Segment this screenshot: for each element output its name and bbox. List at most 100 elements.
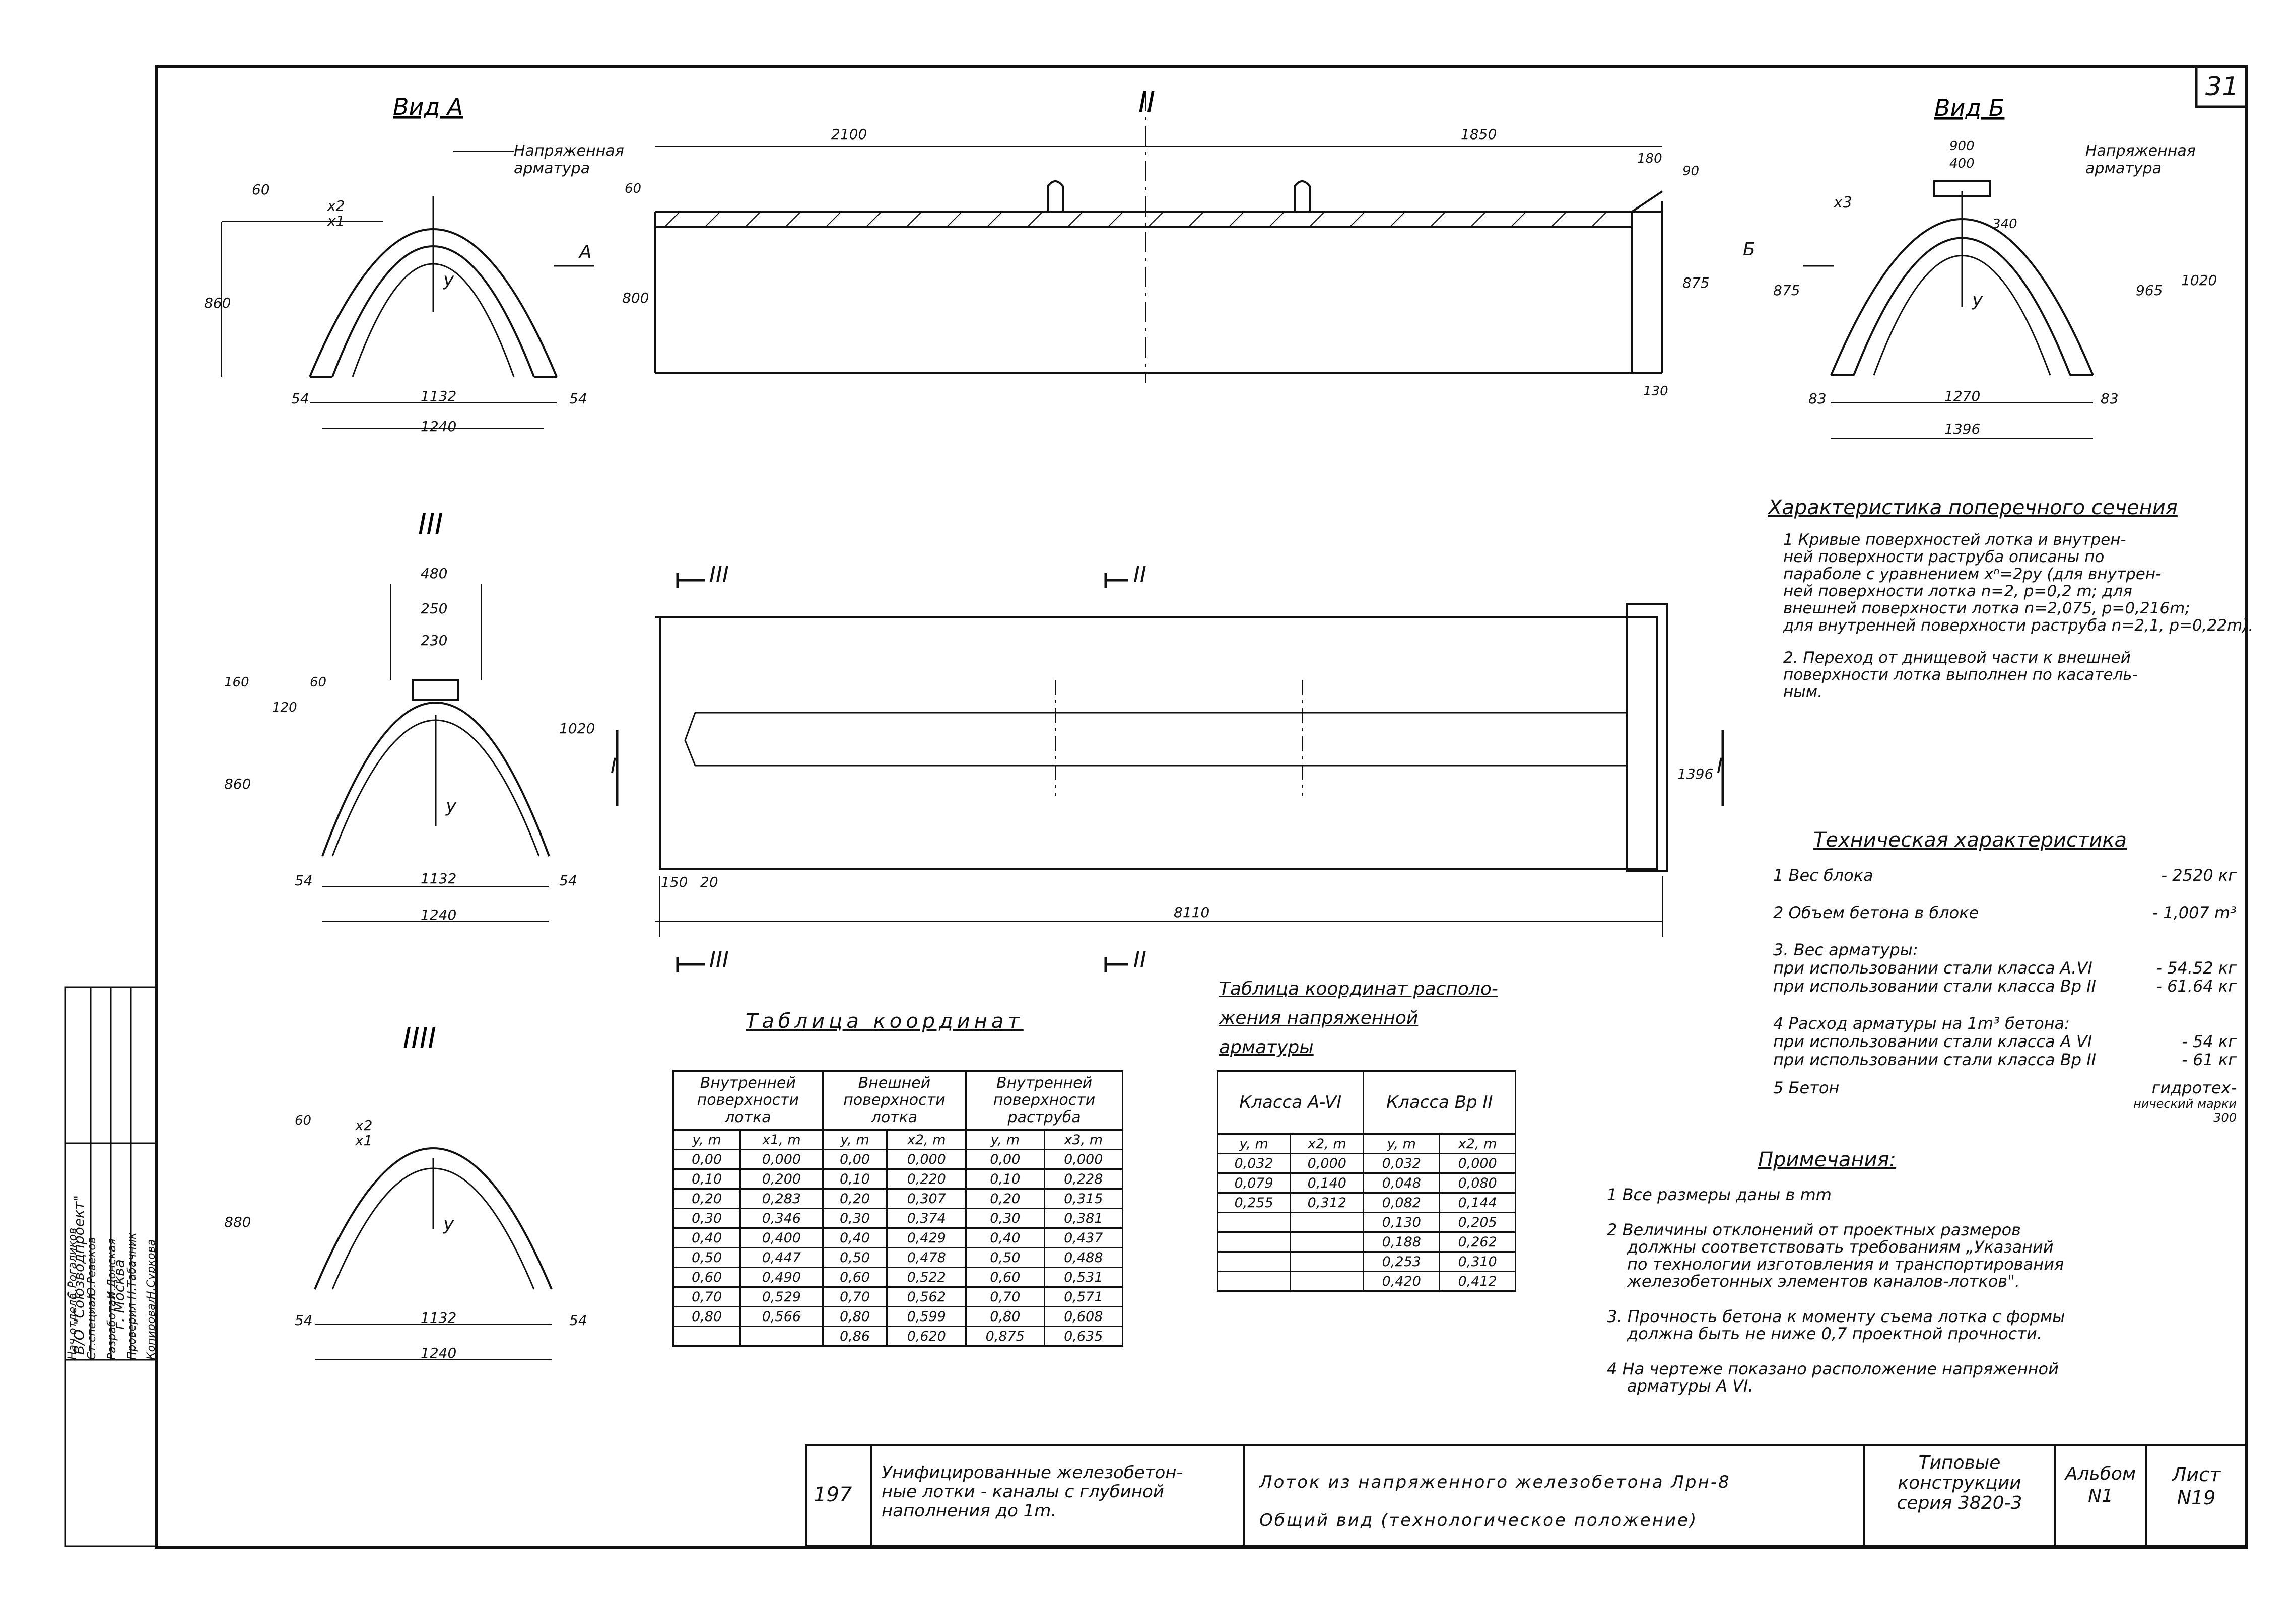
coord-row-cell: 0,86 — [822, 1326, 888, 1347]
plan-cut-iii-bottom: III — [709, 947, 729, 972]
tech-row-value: - 2520 кг — [2161, 866, 2237, 885]
coord-row-cell: 0,599 — [886, 1306, 967, 1327]
coord-row-cell: 0,315 — [1043, 1188, 1124, 1209]
cross-line: 1 Кривые поверхностей лотка и внутрен- — [1783, 531, 2126, 549]
title-desc-line: наполнения до 1m. — [882, 1501, 1057, 1521]
section-ii-title: II — [1138, 86, 1155, 119]
coord-row-cell: 0,566 — [739, 1306, 824, 1327]
coord-row-cell: 0,000 — [886, 1149, 967, 1170]
section-iii-dim-1240: 1240 — [421, 907, 457, 923]
section-iii-dim-160: 160 — [224, 675, 249, 690]
tech-row-label: при использовании стали класса A.VI — [1773, 958, 2092, 978]
view-a-arrow-label: А — [579, 242, 592, 262]
view-b-dim-83r: 83 — [2101, 390, 2119, 407]
rebar-row-cell — [1216, 1251, 1292, 1272]
tech-row: при использовании стали класса A.VI- 54.… — [1773, 959, 2237, 977]
coord-row-cell: 0,608 — [1043, 1306, 1124, 1327]
rebar-subheader: x2, m — [1290, 1133, 1365, 1154]
coord-row-cell: 0,283 — [739, 1188, 824, 1209]
title-block-frame — [805, 1444, 2248, 1547]
section-ii-hatch — [664, 211, 1607, 227]
cross-section-title: Характеристика поперечного сечения — [1768, 496, 2178, 519]
section-ii-dim-180: 180 — [1637, 151, 1662, 166]
cross-line: ней поверхности лотка n=2, p=0,2 m; для — [1783, 582, 2132, 600]
sheet-number: 31 — [2205, 72, 2239, 102]
stamp-role: Разработал — [106, 1292, 118, 1360]
plan-cut-i-right: I — [1717, 754, 1723, 778]
coord-row-cell: 0,00 — [672, 1149, 741, 1170]
plan-cut-i-left: I — [611, 754, 617, 778]
view-a-dim-1132: 1132 — [421, 388, 457, 404]
title-name-line: Лоток из напряженного железобетона Лрн-8 — [1259, 1472, 1731, 1492]
coord-row-cell: 0,80 — [965, 1306, 1045, 1327]
view-b-y: y — [1972, 290, 1983, 310]
view-a-rebar-label: Напряженная арматура — [514, 142, 624, 177]
title-block-series: Типовые конструкции серия 3820-3 — [1864, 1453, 2055, 1513]
view-a-dim-1240: 1240 — [421, 418, 457, 435]
rebar-row-cell — [1290, 1231, 1365, 1253]
tech-row-label: 1 Вес блока — [1773, 866, 1873, 885]
tech-row-value: - 61 кг — [2182, 1050, 2237, 1069]
note-line: должны соответствовать требованиям „Указ… — [1627, 1237, 2054, 1257]
rebar-header: Класса A-VI — [1216, 1070, 1365, 1135]
section-iii-dim-60: 60 — [310, 675, 327, 690]
section-i-title: IIII — [403, 1022, 436, 1055]
coord-row-cell: 0,30 — [672, 1208, 741, 1229]
rebar-row-cell: 0,048 — [1363, 1172, 1441, 1194]
tech-row-label: 5 Бетон — [1773, 1078, 1840, 1097]
rebar-header: Класса Вр II — [1363, 1070, 1516, 1135]
coord-subheader: x1, m — [739, 1129, 824, 1150]
cross-line: внешней поверхности лотка n=2,075, p=0,2… — [1783, 599, 2190, 617]
rebar-table-title: Таблица координат располо- жения напряже… — [1219, 975, 1498, 1062]
note-line: арматуры A VI. — [1627, 1376, 1753, 1396]
tech-row: 1 Вес блока - 2520 кг — [1773, 866, 2237, 884]
notes-title: Примечания: — [1758, 1148, 1897, 1171]
coord-row-cell — [739, 1326, 824, 1347]
rebar-row-cell — [1216, 1212, 1292, 1233]
rebar-subheader: y, m — [1363, 1133, 1441, 1154]
tech-beton-tail: 300 — [2213, 1110, 2237, 1125]
section-i-dim-1132: 1132 — [421, 1309, 457, 1326]
plan-dim-20: 20 — [700, 874, 718, 890]
view-b-title: Вид Б — [1934, 94, 2004, 121]
cross-line: ным. — [1783, 683, 1822, 701]
plan-drawing — [655, 603, 1668, 937]
rebar-row-cell — [1290, 1251, 1365, 1272]
view-a-drawing — [221, 151, 594, 429]
tech-row: при использовании стали класса Вр II- 61… — [1773, 977, 2237, 995]
rebar-row-cell: 0,032 — [1363, 1153, 1441, 1174]
notes-list: 1 Все размеры даны в mm 2 Величины откло… — [1607, 1186, 2065, 1395]
view-b-dim-83l: 83 — [1808, 390, 1827, 407]
coord-table: Внутренней поверхности лотка Внешней пов… — [672, 1070, 1124, 1347]
section-ii-dim-60: 60 — [625, 181, 642, 196]
section-ii-drawing — [654, 91, 1663, 383]
rebar-row-cell: 0,079 — [1216, 1172, 1292, 1194]
coord-row-cell: 0,60 — [965, 1267, 1045, 1288]
note-line: должна быть не ниже 0,7 проектной прочно… — [1627, 1324, 2042, 1343]
section-iii-title: III — [418, 508, 443, 541]
cross-section-text: 1 Кривые поверхностей лотка и внутрен- н… — [1783, 531, 2253, 701]
rebar-row-cell: 0,262 — [1439, 1231, 1516, 1253]
title-desc-line: ные лотки - каналы с глубиной — [882, 1482, 1164, 1502]
coord-row-cell: 0,80 — [822, 1306, 888, 1327]
rebar-row-cell: 0,310 — [1439, 1251, 1516, 1272]
coord-row-cell: 0,00 — [822, 1149, 888, 1170]
coord-row-cell: 0,60 — [672, 1267, 741, 1288]
section-i-x2: x2 — [355, 1117, 373, 1134]
section-i-drawing — [314, 1147, 553, 1360]
title-block-num: 197 — [814, 1483, 852, 1506]
coord-row-cell: 0,571 — [1043, 1286, 1124, 1307]
rebar-row-cell — [1216, 1231, 1292, 1253]
stamp-role: Ст.специал. — [86, 1290, 98, 1360]
view-b-dim-900: 900 — [1949, 138, 1975, 154]
rebar-row-cell: 0,312 — [1290, 1192, 1365, 1213]
plan-dim-150: 150 — [661, 874, 688, 890]
coord-header: Внутренней поверхности лотка — [672, 1070, 824, 1131]
rebar-row-cell: 0,140 — [1290, 1172, 1365, 1194]
coord-row-cell: 0,000 — [739, 1149, 824, 1170]
